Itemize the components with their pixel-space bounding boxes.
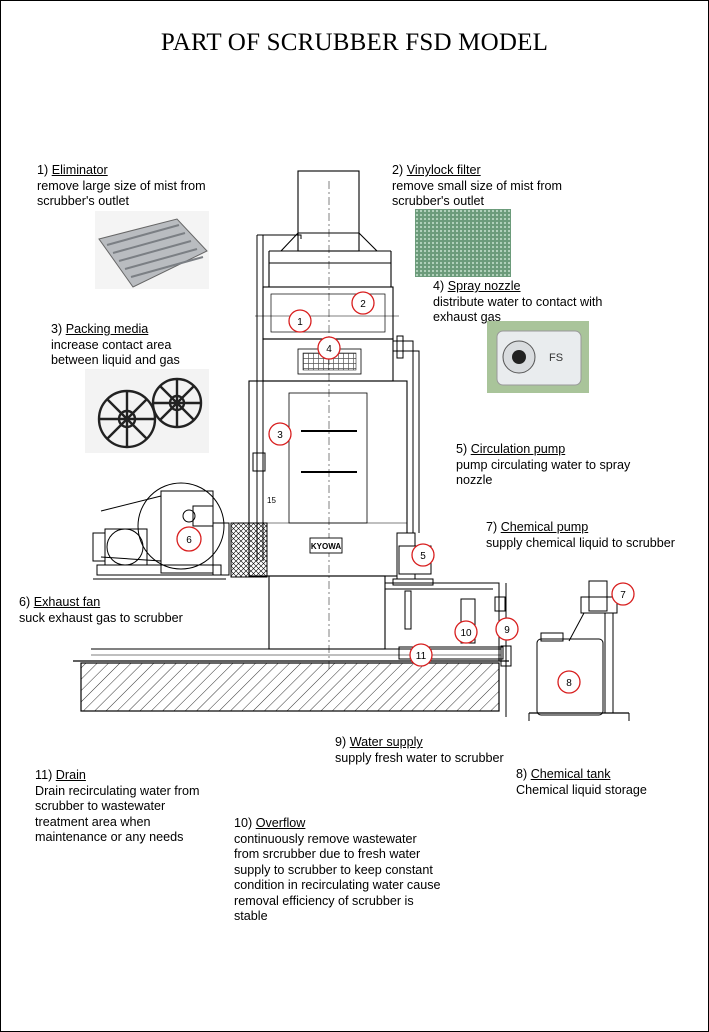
label-packing-media: 3) Packing media increase contact area b… [51,322,180,367]
svg-text:8: 8 [566,678,572,689]
callout-8: 8 [557,670,581,694]
svg-text:FS: FS [549,352,563,364]
spray-nozzle-photo: FS [487,321,589,393]
exhaust-fan-drawing [92,482,268,580]
label-eliminator: 1) Eliminator remove large size of mist … [37,163,206,208]
scrubber-tower [248,170,408,669]
chemical-tank-drawing [528,580,630,721]
callout-markers: 1 2 3 4 5 6 7 8 9 10 11 [176,291,635,694]
callout-9: 9 [495,617,519,641]
svg-text:2: 2 [360,299,366,310]
svg-text:4: 4 [326,344,332,355]
label-overflow: 10) Overflow continuously remove wastewa… [234,816,441,923]
spray-water-pipe [251,234,302,561]
callout-4: 4 [317,336,341,360]
callout-7: 7 [611,582,635,606]
foundation-slab [73,648,509,712]
label-exhaust-fan: 6) Exhaust fan suck exhaust gas to scrub… [19,595,183,625]
svg-text:6: 6 [186,535,192,546]
callout-5: 5 [411,543,435,567]
dimension-label: 15 [267,496,276,505]
label-drain: 11) Drain Drain recirculating water from… [35,768,200,844]
callout-6: 6 [176,526,202,552]
svg-text:3: 3 [277,430,283,441]
svg-text:5: 5 [420,551,426,562]
callout-10: 10 [454,620,478,644]
label-water-supply: 9) Water supply supply fresh water to sc… [335,735,504,765]
svg-text:7: 7 [620,590,626,601]
svg-text:9: 9 [504,625,510,636]
label-circulation-pump: 5) Circulation pump pump circulating wat… [456,442,631,487]
page-title: PART OF SCRUBBER FSD MODEL [160,29,549,56]
svg-text:10: 10 [460,628,472,639]
svg-text:1: 1 [297,317,303,328]
label-chemical-tank: 8) Chemical tank Chemical liquid storage [516,767,647,797]
recirculation-pipe [393,335,420,533]
svg-text:11: 11 [416,651,427,662]
label-chemical-pump: 7) Chemical pump supply chemical liquid … [486,520,675,550]
callout-3: 3 [268,422,292,446]
vinylock-filter-photo [415,209,511,277]
eliminator-photo [95,211,209,289]
packing-media-photo [85,369,209,453]
label-vinylock-filter: 2) Vinylock filter remove small size of … [392,163,563,208]
label-spray-nozzle: 4) Spray nozzle distribute water to cont… [433,279,603,324]
svg-text:KYOWA: KYOWA [311,542,341,551]
callout-2: 2 [351,291,375,315]
brand-plate: KYOWA [309,537,343,554]
callout-11: 11 [409,643,433,667]
callout-1: 1 [288,309,312,333]
overflow-drain-piping [385,582,512,717]
